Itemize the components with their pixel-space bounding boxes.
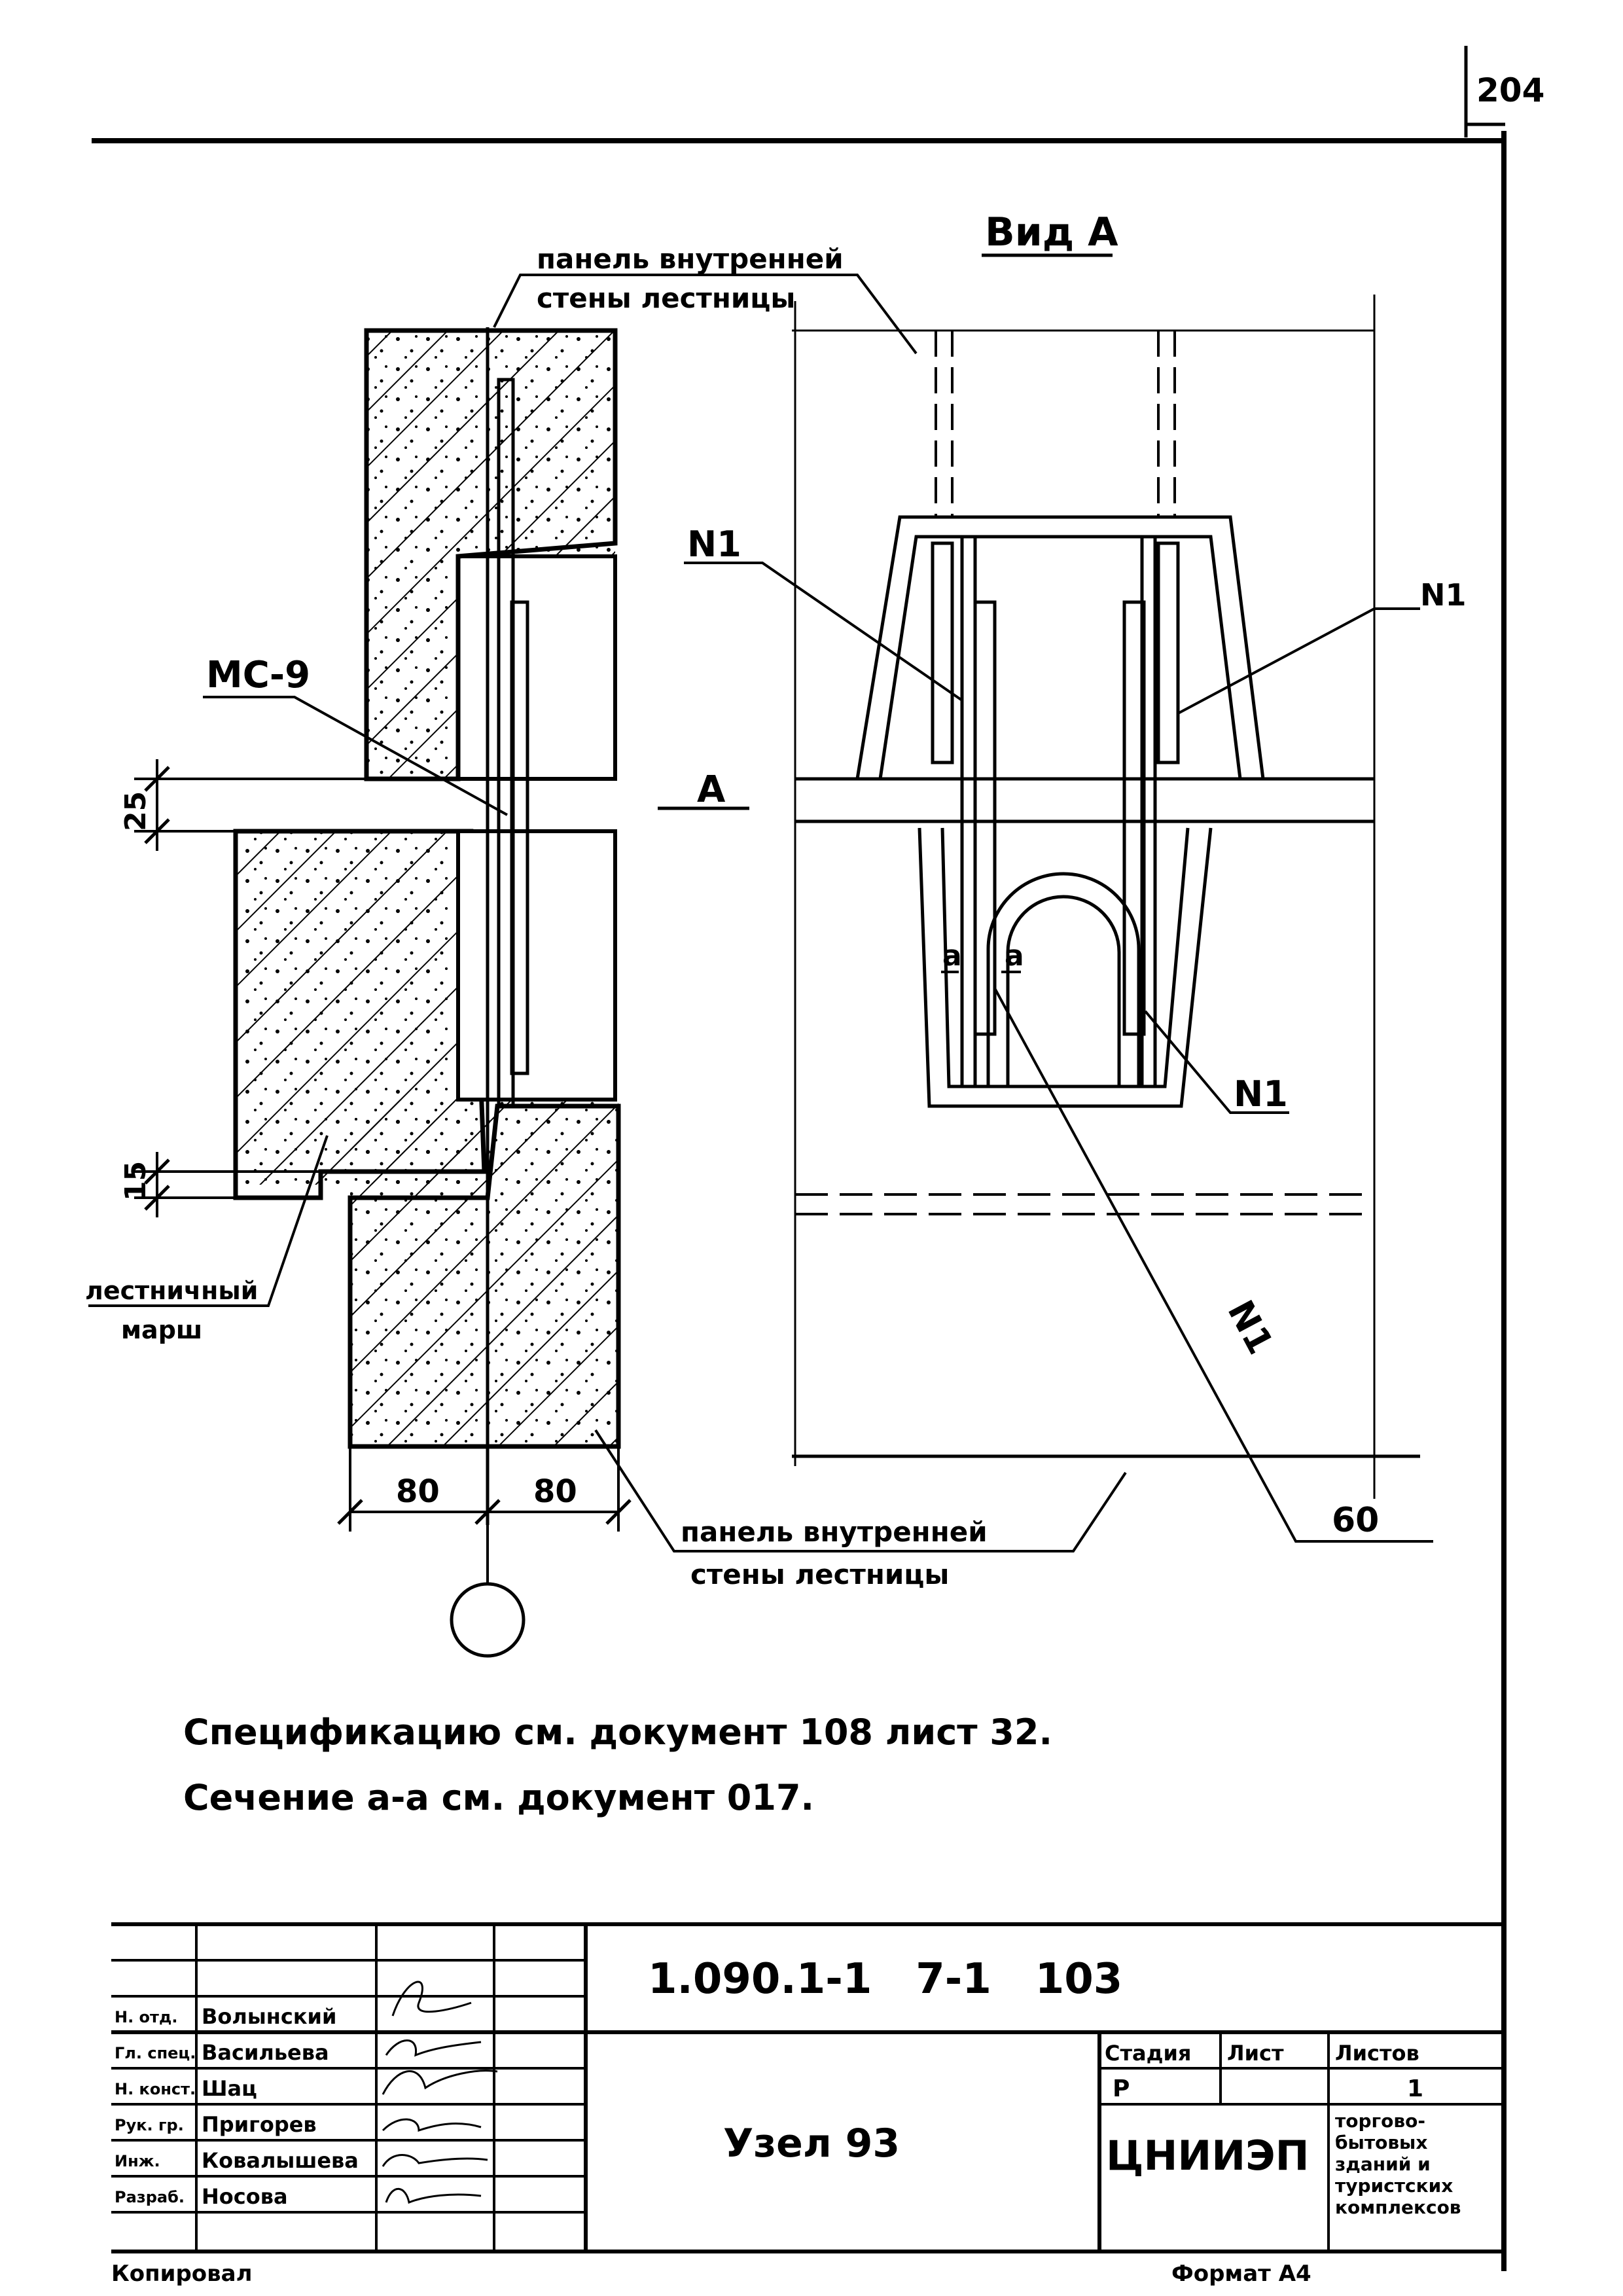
signature-names: Волынский Васильева Шац Пригорев Ковалыш… bbox=[202, 2004, 359, 2209]
stage-value: Р bbox=[1113, 2075, 1130, 2102]
sheet-number: 204 bbox=[1476, 71, 1544, 109]
svg-text:Н. конст.: Н. конст. bbox=[115, 2080, 196, 2098]
stair-label-line2: марш bbox=[121, 1316, 202, 1344]
section-mark-a: А bbox=[658, 768, 749, 811]
svg-text:Гл. спец.: Гл. спец. bbox=[115, 2044, 196, 2062]
leader-mc9 bbox=[203, 696, 508, 816]
svg-text:Рук. гр.: Рук. гр. bbox=[115, 2116, 184, 2134]
dimension-25: 25 bbox=[119, 791, 152, 831]
axis-marker bbox=[450, 1582, 526, 1658]
svg-text:Шац: Шац bbox=[202, 2076, 257, 2101]
leader-panel-top bbox=[493, 274, 918, 355]
dimension-ticks bbox=[144, 766, 632, 1525]
n1-leaders bbox=[684, 562, 1433, 1543]
mc9-label: МС-9 bbox=[206, 654, 310, 696]
signature-roles: Н. отд. Гл. спец. Н. конст. Рук. гр. Инж… bbox=[115, 2008, 196, 2206]
stage-header: Стадия bbox=[1105, 2041, 1191, 2066]
n1-label-1: N1 bbox=[687, 524, 741, 565]
svg-text:Васильева: Васильева bbox=[202, 2040, 329, 2065]
embedded-plate-mc9 bbox=[486, 327, 529, 1525]
wall-panel-upper bbox=[364, 328, 618, 781]
dimension-80-right: 80 bbox=[533, 1473, 577, 1510]
title-block-grid bbox=[111, 1922, 1504, 2253]
panel-label-bottom-line2: стены лестницы bbox=[690, 1558, 949, 1590]
cut-a-right: а bbox=[1005, 939, 1024, 973]
svg-text:туристских: туристских bbox=[1335, 2175, 1453, 2197]
n1-label-2: N1 bbox=[1420, 577, 1467, 613]
panel-label-top-line1: панель внутренней bbox=[537, 243, 844, 275]
sheets-header: Листов bbox=[1335, 2041, 1419, 2066]
svg-text:комплексов: комплексов bbox=[1335, 2197, 1461, 2218]
organization: ЦНИИЭП bbox=[1106, 2132, 1310, 2179]
svg-text:Инж.: Инж. bbox=[115, 2152, 160, 2170]
svg-text:А: А bbox=[697, 768, 726, 811]
sheets-value: 1 bbox=[1407, 2075, 1423, 2102]
handwritten-signatures bbox=[382, 1981, 498, 2204]
view-a-lower-frame bbox=[918, 827, 1213, 1108]
weld-size-60: 60 bbox=[1332, 1501, 1379, 1540]
sheet-header: Лист bbox=[1227, 2041, 1284, 2066]
n1-label-4: N1 bbox=[1220, 1294, 1281, 1361]
leader-panel-bottom bbox=[594, 1429, 1127, 1552]
dimension-lines bbox=[134, 759, 620, 1584]
dimension-80-left: 80 bbox=[396, 1473, 440, 1510]
svg-text:Носова: Носова bbox=[202, 2184, 288, 2209]
drawing-title: Узел 93 bbox=[723, 2121, 900, 2166]
note-section: Сечение а-а см. документ 017. bbox=[183, 1777, 814, 1818]
svg-text:Ковалышева: Ковалышева bbox=[202, 2148, 359, 2173]
leader-stair-flight bbox=[88, 1135, 329, 1307]
svg-text:Пригорев: Пригорев bbox=[202, 2112, 317, 2137]
doc-code: 1.090.1-1 7-1 103 bbox=[648, 1955, 1122, 2003]
svg-text:зданий и: зданий и bbox=[1335, 2153, 1431, 2175]
panel-label-top-line2: стены лестницы bbox=[537, 282, 795, 314]
bottom-line-left: Копировал bbox=[111, 2261, 253, 2287]
wall-panel-lower bbox=[348, 829, 621, 1449]
cut-a-left: а bbox=[942, 939, 962, 973]
svg-text:бытовых: бытовых bbox=[1335, 2132, 1427, 2153]
svg-text:торгово-: торгово- bbox=[1335, 2110, 1425, 2132]
view-title: Вид А bbox=[985, 209, 1118, 255]
dimension-15: 15 bbox=[119, 1161, 152, 1201]
n1-label-3: N1 bbox=[1234, 1073, 1288, 1115]
bottom-line-right: Формат А4 bbox=[1171, 2261, 1311, 2287]
view-a-upper-frame bbox=[855, 515, 1265, 1088]
sheet-frame bbox=[92, 46, 1507, 2271]
svg-text:Разраб.: Разраб. bbox=[115, 2188, 185, 2206]
svg-text:Н. отд.: Н. отд. bbox=[115, 2008, 177, 2026]
panel-label-bottom-line1: панель внутренней bbox=[681, 1516, 988, 1548]
view-a-outline bbox=[792, 295, 1420, 1499]
organization-description: торгово- бытовых зданий и туристских ком… bbox=[1335, 2110, 1461, 2218]
note-specification: Спецификацию см. документ 108 лист 32. bbox=[183, 1712, 1052, 1753]
stair-label-line1: лестничный bbox=[85, 1276, 258, 1305]
svg-text:Волынский: Волынский bbox=[202, 2004, 336, 2029]
